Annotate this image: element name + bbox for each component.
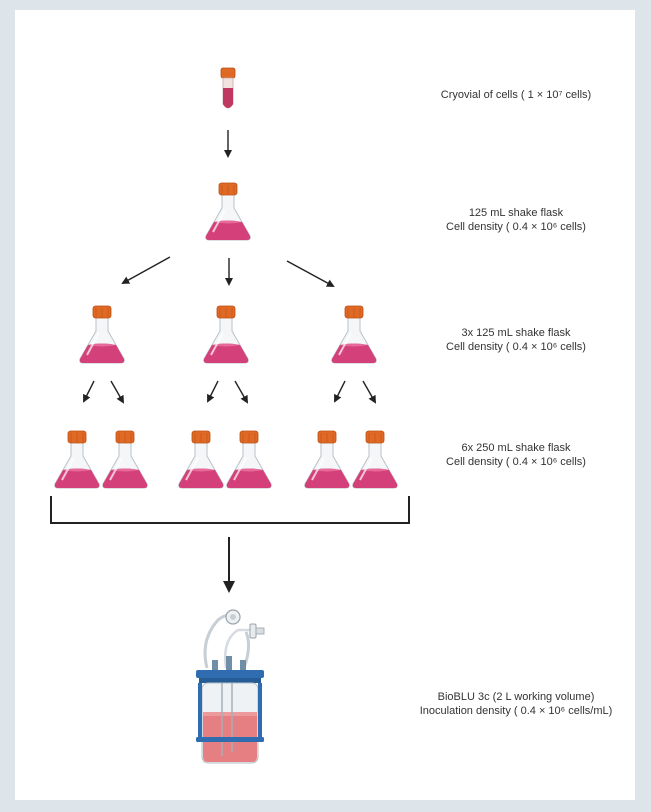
diagram-panel <box>15 10 635 800</box>
arrow-to-flask-right <box>286 260 335 287</box>
flask-125ml-icon <box>330 305 378 364</box>
flask-250ml-icon <box>177 430 225 489</box>
bioreactor-icon <box>196 609 265 764</box>
flask-250ml-icon <box>225 430 273 489</box>
flask-125ml-icon <box>78 305 126 364</box>
step-label-125ml-flask: 125 mL shake flask Cell density ( 0.4 × … <box>446 207 586 233</box>
arrow-split <box>362 380 376 404</box>
arrow-split <box>110 380 124 404</box>
flask-250ml-icon <box>303 430 351 489</box>
flask-125ml-icon <box>204 182 252 241</box>
arrow-to-flask-left <box>121 256 171 284</box>
step-label-6x-250ml-flask: 6x 250 mL shake flask Cell density ( 0.4… <box>446 442 586 468</box>
step-label-cryovial: Cryovial of cells ( 1 × 10⁷ cells) <box>440 89 592 101</box>
flask-125ml-icon <box>202 305 250 364</box>
pooling-bracket <box>50 496 410 524</box>
arrow-split <box>83 380 95 403</box>
flask-250ml-icon <box>53 430 101 489</box>
flask-250ml-icon <box>101 430 149 489</box>
step-label-3x-125ml-flask: 3x 125 mL shake flask Cell density ( 0.4… <box>446 327 586 353</box>
step-label-bioreactor: BioBLU 3c (2 L working volume) Inoculati… <box>419 691 613 717</box>
arrow-split <box>207 380 219 403</box>
arrow-split <box>234 380 248 404</box>
arrow-split <box>334 380 346 403</box>
cryovial-icon <box>220 67 236 109</box>
